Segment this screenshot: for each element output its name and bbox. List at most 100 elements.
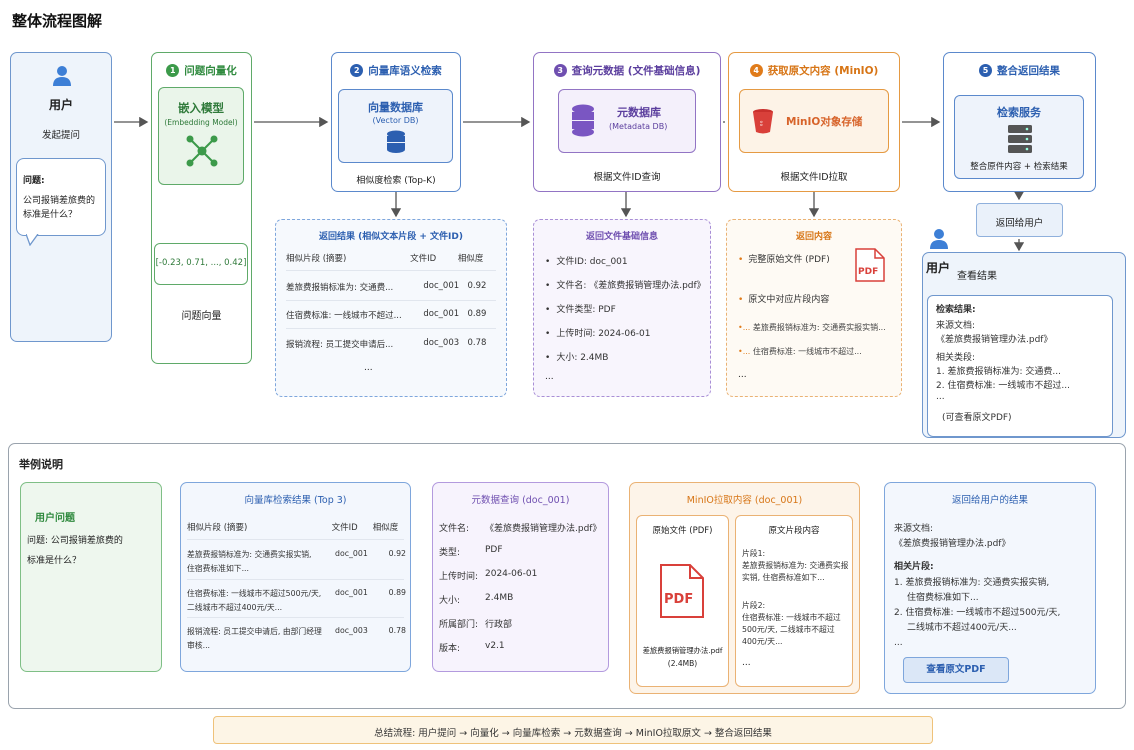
metadata-key: 大小: bbox=[439, 596, 461, 606]
question-vector-box: [-0.23, 0.71, ..., 0.42] bbox=[154, 243, 248, 285]
metadata-db-title: 元数据库 bbox=[617, 106, 661, 119]
view-pdf-note: (可查看原文PDF) bbox=[942, 413, 1012, 423]
user-result-action: 查看结果 bbox=[957, 271, 997, 282]
example-metadata-title: 元数据查询 (doc_001) bbox=[471, 495, 570, 506]
return-line: 二线城市不超过400元/天... bbox=[907, 623, 1017, 633]
user-icon bbox=[930, 229, 948, 249]
step2-result-panel: 返回结果 (相似文本片段 + 文件ID) 相似片段 (摘要) 文件ID 相似度 … bbox=[275, 219, 507, 397]
example-question-title: 用户问题 bbox=[35, 513, 75, 524]
pdf-file-size: (2.4MB) bbox=[667, 659, 698, 668]
related-line: 2. 住宿费标准: 一线城市不超过... bbox=[936, 381, 1070, 391]
metadata-value: 2.4MB bbox=[485, 593, 514, 603]
col-score: 相似度 bbox=[457, 254, 484, 264]
example-return-panel: 返回给用户的结果 来源文档: 《差旅费报销管理办法.pdf》 相关片段: 1. … bbox=[884, 482, 1096, 694]
svg-text:⦂: ⦂ bbox=[760, 119, 763, 129]
user-result-panel: 用户 查看结果 检索结果: 来源文档: 《差旅费报销管理办法.pdf》 相关类段… bbox=[922, 252, 1126, 438]
col-file-id: 文件ID bbox=[410, 254, 437, 264]
database-icon bbox=[572, 104, 594, 137]
metadata-value: 行政部 bbox=[485, 620, 513, 630]
metadata-key: 上传时间: bbox=[439, 572, 479, 582]
snippet-line: •... 住宿费标准: 一线城市不超过... bbox=[738, 347, 862, 356]
return-line: 2. 住宿费标准: 一线城市不超过500元/天, bbox=[894, 608, 1061, 618]
user-result-name: 用户 bbox=[926, 261, 951, 275]
return-to-user-box: 返回给用户 bbox=[976, 203, 1063, 237]
snippet-box: 原文片段内容 片段1: 差旅费报销标准为: 交通费实报 实销, 住宿费标准如下.… bbox=[735, 515, 853, 687]
metadata-db-box: 元数据库 (Metadata DB) bbox=[558, 89, 696, 153]
page-title: 整体流程图解 bbox=[12, 12, 103, 30]
search-result-heading: 检索结果: bbox=[936, 305, 976, 315]
related-label: 相关类段: bbox=[936, 353, 976, 363]
metadata-size: 大小: 2.4MB bbox=[545, 350, 608, 363]
pdf-file-icon: PDF bbox=[660, 564, 704, 618]
user-action: 发起提问 bbox=[41, 130, 80, 141]
original-file-title: 原始文件 (PDF) bbox=[652, 526, 713, 536]
snippet-2: 片段2: 住宿费标准: 一线城市不超过 500元/天, 二线城市不超过 400元… bbox=[742, 601, 841, 646]
matching-snippets: •原文中对应片段内容 bbox=[738, 295, 830, 305]
step2-more: ... bbox=[364, 363, 373, 373]
minio-store-title: MinIO对象存储 bbox=[786, 116, 863, 128]
user-panel: 用户 发起提问 问题: 公司报销差旅费的 标准是什么？ bbox=[10, 52, 112, 342]
metadata-value: 《差旅费报销管理办法.pdf》 bbox=[485, 524, 602, 534]
return-line: 1. 差旅费报销标准为: 交通费实报实销, bbox=[894, 578, 1050, 588]
user-name: 用户 bbox=[48, 98, 73, 112]
view-pdf-button[interactable]: 查看原文PDF bbox=[903, 657, 1009, 683]
metadata-file-type: 文件类型: PDF bbox=[545, 302, 615, 315]
step2-result-title: 返回结果 (相似文本片段 + 文件ID) bbox=[319, 232, 463, 242]
return-to-user-label: 返回给用户 bbox=[995, 218, 1044, 229]
retrieval-service-caption: 整合原件内容 + 检索结果 bbox=[970, 162, 1068, 172]
summary-text: 总结流程: 用户提问 → 向量化 → 向量库检索 → 元数据查询 → MinIO… bbox=[374, 728, 772, 739]
pdf-file-name: 差旅费报销管理办法.pdf bbox=[642, 646, 723, 655]
example-metadata-panel: 元数据查询 (doc_001) 文件名: 《差旅费报销管理办法.pdf》 类型:… bbox=[432, 482, 609, 672]
step4-result-panel: 返回内容 •完整原始文件 (PDF) PDF •原文中对应片段内容 •... 差… bbox=[726, 219, 902, 397]
example-minio-panel: MinIO拉取内容 (doc_001) 原始文件 (PDF) PDF 差旅费报销… bbox=[629, 482, 860, 694]
step4-more: ... bbox=[738, 370, 747, 380]
snippet-1: 片段1: 差旅费报销标准为: 交通费实报 实销, 住宿费标准如下... bbox=[742, 549, 849, 582]
question-line-2: 标准是什么？ bbox=[23, 210, 78, 220]
metadata-file-name: 文件名: 《差旅费报销管理办法.pdf》 bbox=[545, 278, 705, 291]
step2-caption: 相似度检索 (Top-K) bbox=[356, 176, 436, 186]
embedding-model-box: 嵌入模型 (Embedding Model) bbox=[158, 87, 244, 185]
example-question-line-1: 问题: 公司报销差旅费的 bbox=[27, 536, 123, 546]
example-question-line-2: 标准是什么？ bbox=[27, 556, 82, 566]
return-more: ... bbox=[894, 638, 903, 648]
question-line-1: 公司报销差旅费的 bbox=[23, 196, 96, 206]
embedding-model-subtitle: (Embedding Model) bbox=[164, 118, 238, 127]
metadata-value: PDF bbox=[485, 545, 503, 555]
example-vector-result-title: 向量库检索结果 (Top 3) bbox=[244, 495, 347, 506]
pdf-file-icon: PDF bbox=[855, 248, 885, 282]
return-line: 住宿费标准如下... bbox=[907, 593, 979, 603]
server-icon bbox=[1008, 125, 1032, 153]
metadata-key: 类型: bbox=[439, 548, 461, 558]
metadata-value: 2024-06-01 bbox=[485, 569, 538, 579]
metadata-key: 版本: bbox=[439, 644, 461, 654]
related-more: ... bbox=[936, 392, 945, 402]
question-vector-value: [-0.23, 0.71, ..., 0.42] bbox=[155, 258, 247, 268]
pdf-badge: PDF bbox=[664, 592, 693, 607]
question-vector-label: 问题向量 bbox=[181, 311, 222, 322]
minio-store-box: ⦂ MinIO对象存储 bbox=[739, 89, 889, 153]
step3-more: ... bbox=[545, 372, 554, 382]
related-line: 1. 差旅费报销标准为: 交通费... bbox=[936, 367, 1061, 377]
question-label: 问题: bbox=[23, 176, 45, 186]
example-return-title: 返回给用户的结果 bbox=[951, 495, 1028, 506]
metadata-file-id: 文件ID: doc_001 bbox=[545, 254, 627, 267]
metadata-upload-time: 上传时间: 2024-06-01 bbox=[545, 326, 650, 339]
example-title: 举例说明 bbox=[19, 458, 63, 471]
original-file-box: 原始文件 (PDF) PDF 差旅费报销管理办法.pdf (2.4MB) bbox=[636, 515, 729, 687]
return-related-label: 相关片段: bbox=[894, 562, 934, 572]
step3-caption: 根据文件ID查询 bbox=[593, 172, 661, 183]
full-original-file: •完整原始文件 (PDF) bbox=[738, 255, 830, 265]
